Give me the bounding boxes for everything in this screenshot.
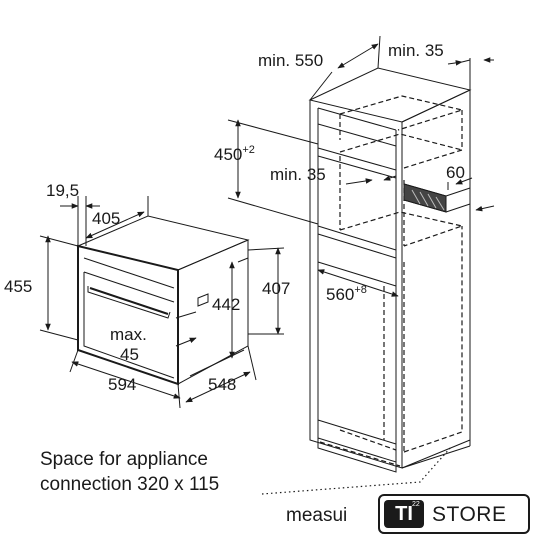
label-niche-width: 560+8 (326, 284, 367, 304)
label-oven-depth-total: 548 (208, 375, 236, 394)
label-door-max-value: 45 (120, 345, 139, 364)
label-door-max: max. (110, 325, 147, 344)
connection-note-line1: Space for appliance (40, 449, 208, 470)
connection-note-line2: connection 320 x 115 (40, 474, 219, 495)
label-oven-body-height: 442 (212, 295, 240, 314)
brand-mark-text: TI (395, 503, 413, 525)
label-niche-depth-min: min. 550 (258, 51, 323, 70)
oven-dimension-lines (39, 196, 285, 409)
measure-note-fragment: measui (286, 505, 347, 526)
label-niche-height-tolerance: +2 (242, 144, 255, 156)
label-oven-width: 594 (108, 375, 136, 394)
label-vent-height: 60 (446, 163, 465, 182)
brand-mark-superscript: 22 (412, 501, 420, 508)
label-niche-width-base: 560 (326, 285, 354, 304)
label-niche-height-base: 450 (214, 145, 242, 164)
brand-name: STORE (432, 503, 507, 526)
label-niche-width-tolerance: +8 (354, 284, 367, 296)
label-panel-thickness: 19,5 (46, 181, 79, 200)
label-rear-gap-min: min. 35 (388, 41, 444, 60)
tall-cabinet (308, 67, 472, 473)
label-oven-height: 455 (4, 277, 32, 296)
cabinet-dimension-lines (227, 35, 495, 297)
label-inner-gap-min: min. 35 (270, 165, 326, 184)
label-niche-height: 450+2 (214, 144, 255, 164)
label-oven-depth-body: 405 (92, 209, 120, 228)
brand-badge: TI 22 STORE (378, 494, 530, 534)
label-oven-side-height: 407 (262, 279, 290, 298)
brand-logo-mark: TI 22 (384, 500, 424, 528)
connection-leader-line (261, 445, 453, 495)
